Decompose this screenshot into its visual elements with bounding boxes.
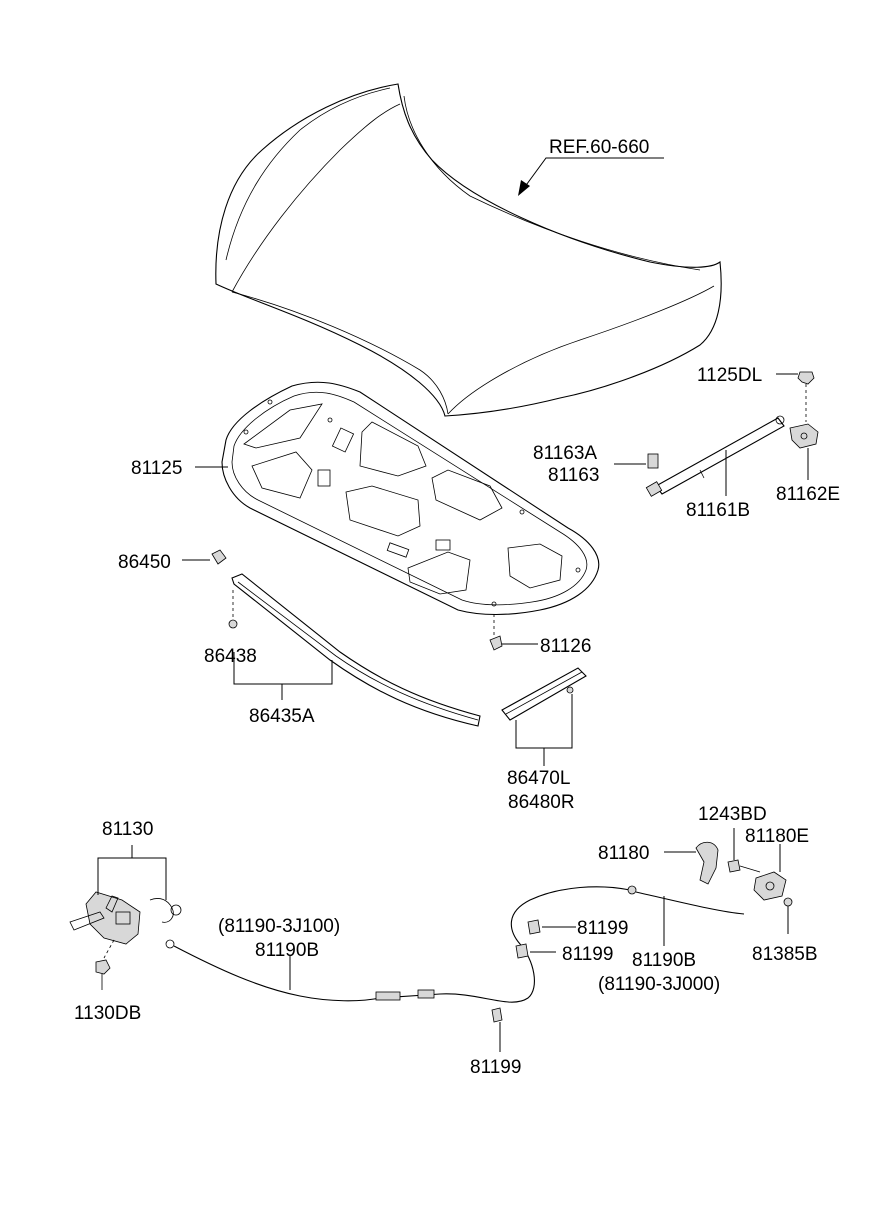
label-1125dl: 1125DL: [697, 365, 762, 386]
strut-bracket-81162e: [789, 384, 819, 480]
label-86435a: 86435A: [249, 706, 315, 727]
label-81180: 81180: [598, 843, 649, 864]
label-81190-3j100: (81190-3J100): [218, 916, 340, 937]
label-ref-hood: REF.60-660: [549, 137, 649, 158]
label-81180e: 81180E: [745, 826, 809, 847]
label-81162e: 81162E: [776, 484, 840, 505]
label-1243bd: 1243BD: [698, 804, 767, 825]
label-86470l: 86470L: [507, 768, 570, 789]
clip-81199-lower: [491, 1007, 503, 1052]
screw-1243bd: [727, 828, 761, 873]
label-81199-a: 81199: [577, 918, 628, 939]
clip-81199-b: [515, 943, 556, 959]
clip-81199-a: [527, 919, 576, 935]
label-81199-b: 81199: [562, 944, 613, 965]
hood-panel: [215, 83, 722, 417]
hood-lift-strut: [645, 415, 785, 497]
hood-seal-86435a: [231, 573, 481, 727]
label-81190-3j000: (81190-3J000): [598, 974, 720, 995]
label-81385b: 81385B: [752, 944, 818, 965]
label-81163: 81163: [548, 465, 599, 486]
side-seal-86470l: [501, 667, 587, 766]
bolt-1130db: [95, 939, 115, 990]
label-81163a: 81163A: [533, 443, 597, 464]
label-86438: 86438: [204, 646, 257, 667]
clip-81385b: [783, 897, 793, 934]
hood-latch-81130: [69, 845, 182, 945]
label-81190b-right: 81190B: [632, 950, 696, 971]
label-81199-c: 81199: [470, 1057, 521, 1078]
ref-hood-leader: [518, 157, 664, 196]
hood-inner-panel: [221, 381, 600, 616]
label-81126: 81126: [540, 636, 591, 657]
label-86480r: 86480R: [508, 792, 575, 813]
label-81125: 81125: [131, 458, 182, 479]
fastener-86438: [228, 590, 238, 629]
release-handle-81180: [664, 841, 719, 885]
label-81130: 81130: [102, 819, 153, 840]
label-81161b: 81161B: [686, 500, 750, 521]
release-cable-81190b: [165, 885, 745, 1003]
label-86450: 86450: [118, 552, 171, 573]
ball-stud-81163: [614, 453, 659, 469]
clip-86450: [182, 549, 227, 565]
clip-81126: [489, 614, 538, 651]
label-1130db: 1130DB: [74, 1003, 141, 1024]
label-81190b-left: 81190B: [255, 940, 319, 961]
bolt-1125dl: [776, 371, 815, 385]
release-lever-81180e: [753, 844, 787, 901]
